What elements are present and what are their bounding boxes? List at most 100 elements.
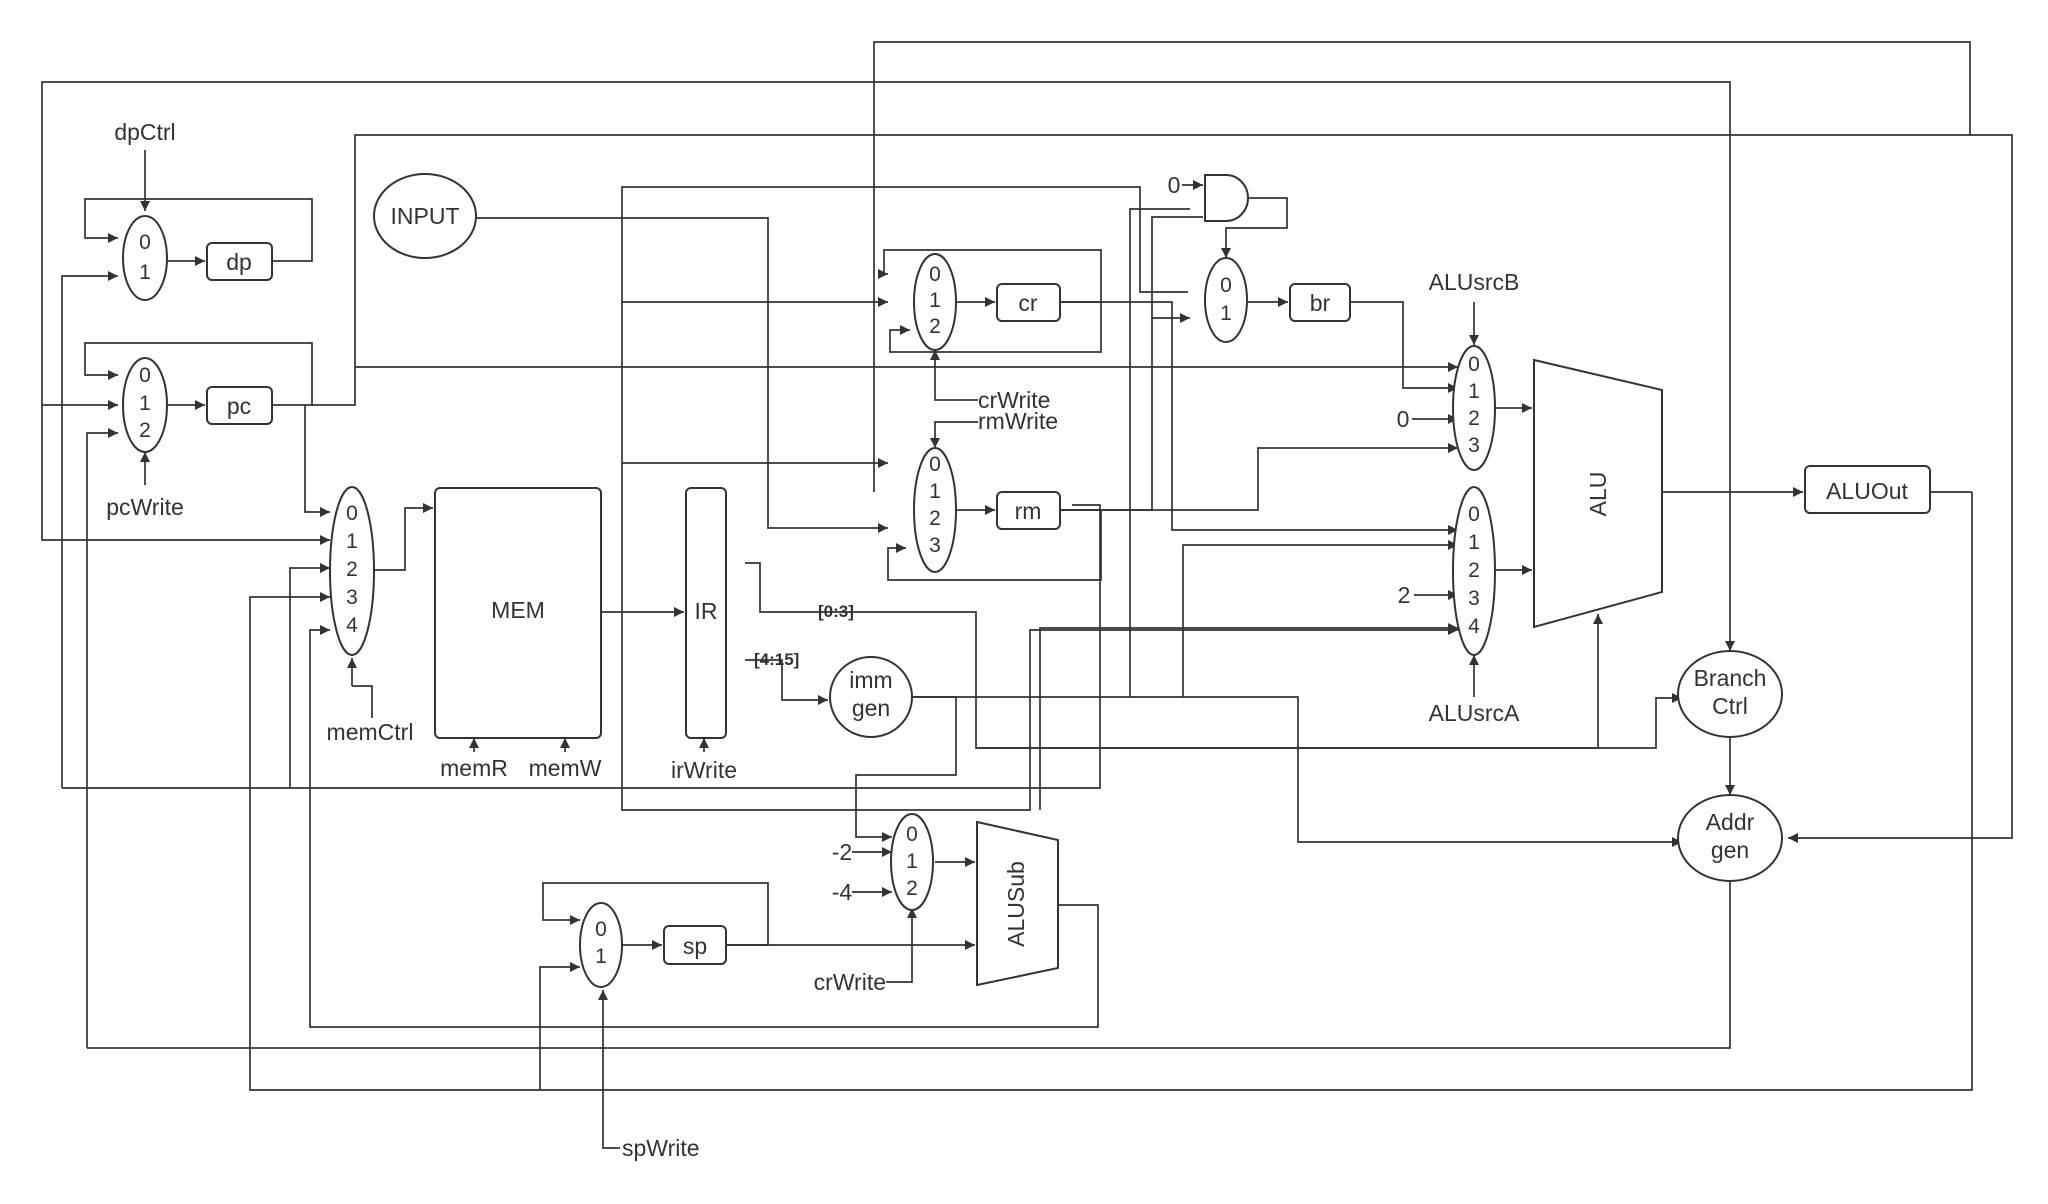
alub-mux-0: 0 [1468,353,1480,376]
wire-and-out [1221,197,1288,258]
pcwrite-label: pcWrite [106,494,184,520]
sp-mux-1: 1 [595,945,607,968]
wire-cr-alua [1060,301,1458,535]
mem-mux [329,486,375,656]
alu-label: ALU [1585,472,1611,517]
wire-rmwrite [930,421,978,448]
wire-input [476,217,888,533]
cr-mux-0: 0 [929,263,941,286]
alusub [976,820,1059,987]
wire-alusub-return [309,625,1099,1028]
alub-mux-2: 2 [1468,407,1480,430]
ir-bits-high: [4:15] [754,650,799,669]
wire-left-bus-2 [289,563,330,788]
rm-mux-1: 1 [929,480,941,503]
addr-gen [1677,794,1783,882]
aluout-label: ALUOut [1826,478,1908,504]
sp-mux [579,902,623,988]
alua-mux-4: 4 [1468,615,1480,638]
cr-mux [913,253,957,351]
memw-label: memW [529,755,602,781]
imm-gen-label-1: imm [849,667,892,693]
rm-mux-2: 2 [929,507,941,530]
wire-ir-high [745,659,828,705]
wire-pc-feedback [84,342,313,406]
wire-br-alub [1350,301,1458,393]
wire-memctrl [352,685,373,718]
dp-mux-1: 1 [139,261,151,284]
wire-imm-alua [1182,540,1458,697]
dp-label: dp [226,249,252,275]
alu-srca-mux [1452,486,1496,656]
alub-mux-3: 3 [1468,434,1480,457]
mem-mux-4: 4 [346,614,358,637]
ir-bits-low: [0:3] [818,602,854,621]
wire-imm-brmux [1129,208,1190,697]
wire-sp-return [539,962,580,1090]
alua-mux-0: 0 [1468,503,1480,526]
alu [1533,358,1663,629]
wire-rm-alub [1060,443,1458,511]
cr-mux-1: 1 [929,289,941,312]
and-gate [1204,174,1249,222]
dp-mux-0: 0 [139,231,151,254]
wire-top-loop-3 [312,41,1971,492]
cr-register [996,283,1061,322]
pc-register [206,386,273,425]
alub-zero-const: 0 [1397,406,1410,432]
rm-label: rm [1015,498,1042,524]
wire-pc-memmux [304,405,330,517]
wire-imm-bus [911,696,1682,847]
wire-rm-brmux [1060,313,1190,511]
addr-gen-label-1: Addr [1706,809,1755,835]
irwrite-label: irWrite [671,757,737,783]
mem-mux-1: 1 [346,530,358,553]
wire-sp-feedback [542,882,769,946]
sub-mux-0: 0 [906,823,918,846]
br-mux-1: 1 [1220,302,1232,325]
pc-label: pc [227,393,251,419]
pc-mux-1: 1 [139,392,151,415]
cr-mux-2: 2 [929,315,941,338]
input-port [373,173,477,259]
alua-two-const: 2 [1398,582,1411,608]
wire-aluout-return [249,492,1973,1091]
sp-register [663,925,727,965]
br-mux-0: 0 [1220,274,1232,297]
imm-gen-label-2: gen [852,695,890,721]
addr-gen-label-2: gen [1711,837,1749,863]
wire-mem-bus-up [621,186,1188,612]
branch-ctrl-label-2: Ctrl [1712,693,1748,719]
wire-left-bus [62,504,1101,789]
rm-mux-0: 0 [929,453,941,476]
wire-imm-submux [855,696,957,842]
alusrcb-label: ALUsrcB [1429,269,1520,295]
dp-register [206,242,273,281]
memory-label: MEM [491,597,545,623]
wire-spwrite [598,990,620,1149]
and-zero-const: 0 [1168,172,1181,198]
wire-sp-alua [1039,623,1458,810]
alua-mux-3: 3 [1468,587,1480,610]
br-register [1289,283,1351,322]
wire-dp-feedback [84,198,313,262]
alusub-mux [890,813,934,911]
br-label: br [1310,290,1331,316]
sub-mux-2: 2 [906,877,918,900]
alub-mux-1: 1 [1468,380,1480,403]
dp-mux [122,215,168,301]
wire-cr-feedback-2 [889,302,1102,353]
mem-mux-3: 3 [346,586,358,609]
mem-mux-0: 0 [346,502,358,525]
wires [41,41,2013,1149]
ir-label: IR [695,598,718,624]
memctrl-label: memCtrl [327,719,414,745]
imm-gen [829,656,913,738]
wire-memmux-mem [375,503,433,571]
br-mux [1204,257,1248,343]
sp-mux-0: 0 [595,918,607,941]
sp-label: sp [683,933,707,959]
cr-label: cr [1018,290,1038,316]
sub-neg2-const: -2 [832,839,852,865]
